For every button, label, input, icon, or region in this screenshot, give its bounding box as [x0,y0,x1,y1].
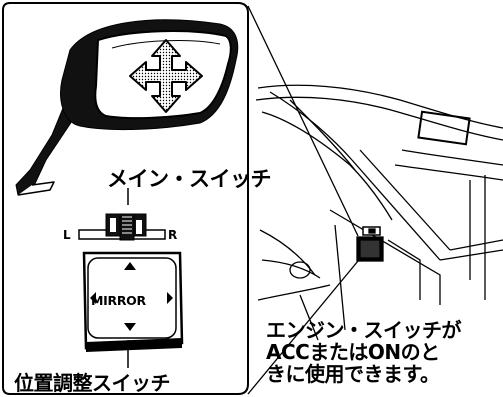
arrow-down-icon [124,323,136,331]
arrow-right-icon [167,292,173,304]
right-label: R [168,228,178,242]
side-mirror [15,19,239,196]
arrow-up-icon [124,262,136,270]
usage-note-line: ACCまたはONのと [266,340,440,364]
arrow-left-icon [90,292,96,304]
callout-frame [2,2,249,395]
mirror-button-label: MIRROR [91,293,146,308]
left-label: L [63,228,71,242]
main-switch-label: メイン・スイッチ [107,167,272,191]
main-switch [78,213,166,241]
position-switch-label: 位置調整スイッチ [14,371,171,395]
usage-note-line: きに使用できます。 [266,362,440,386]
mirror-position-switch [82,251,184,352]
dashboard-illustration [255,84,503,341]
callout-pointer [247,5,359,395]
usage-note-line: エンジン・スイッチが [266,318,462,342]
usage-note: エンジン・スイッチが ACCまたはONのと きに使用できます。 [266,319,502,385]
